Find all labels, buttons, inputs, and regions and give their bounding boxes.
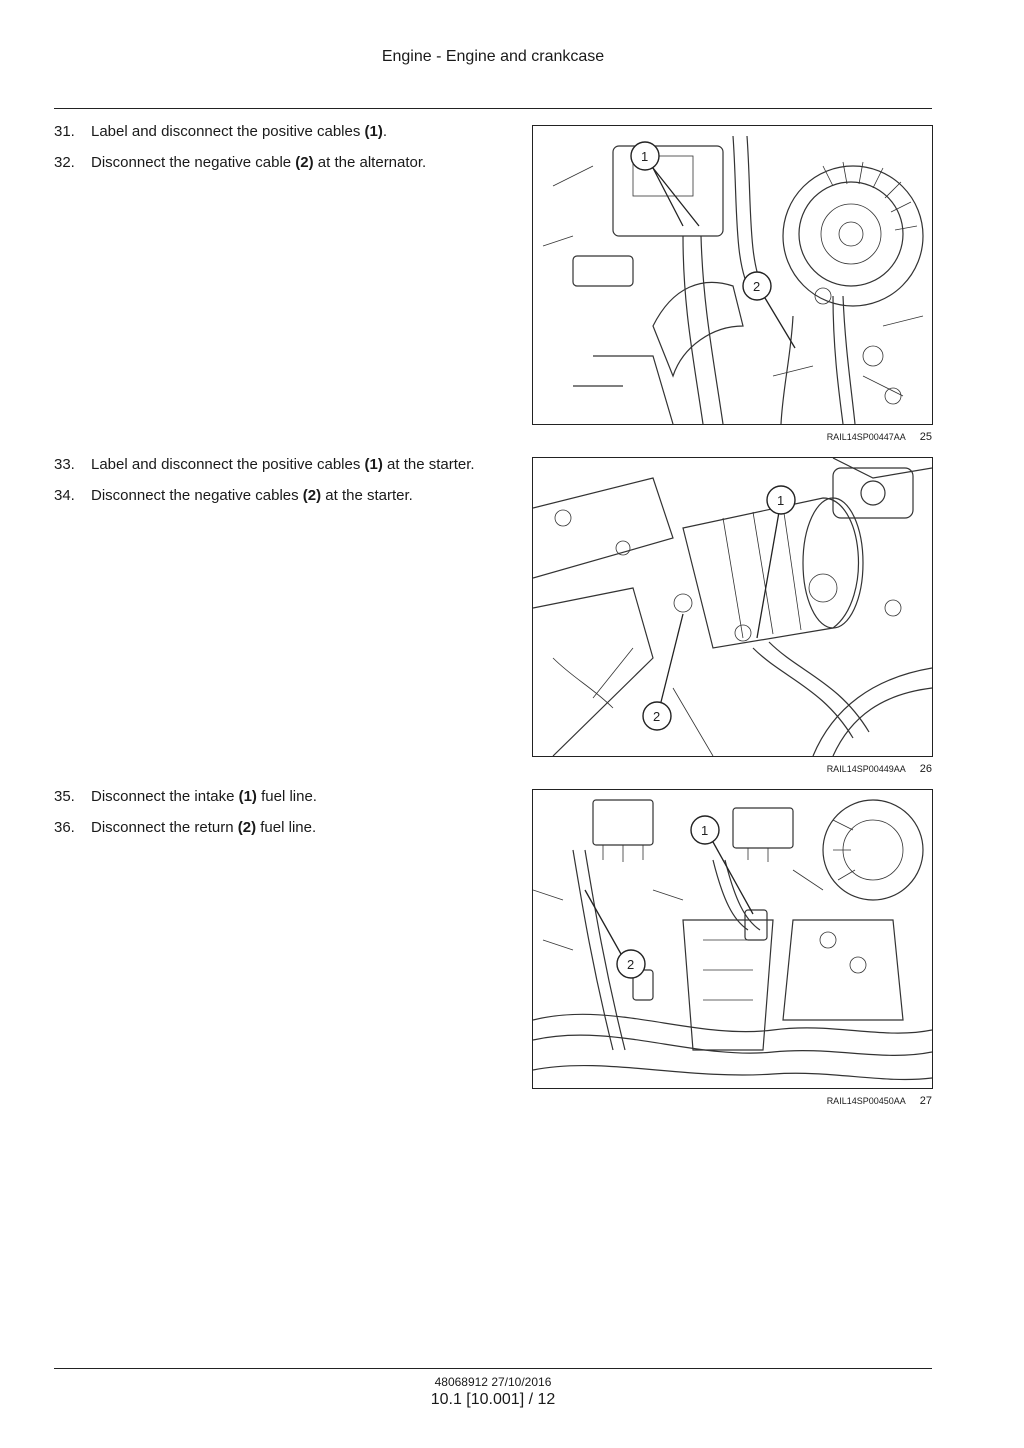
starter-line-drawing: 1 2 [533, 458, 932, 756]
step-ref: (1) [238, 788, 257, 805]
step-ref: (2) [302, 487, 322, 504]
step-list: 35. Disconnect the intake (1) fuel line.… [54, 787, 494, 849]
footer-document-reference: 48068912 27/10/2016 [434, 1375, 552, 1389]
figure-starter-cables: 1 2 [532, 457, 933, 757]
step-text: fuel line. [256, 788, 317, 805]
figure-code: RAIL14SP00447AA [826, 432, 906, 442]
step-list: 33. Label and disconnect the positive ca… [54, 455, 494, 517]
callout-2: 2 [642, 701, 672, 731]
callout-1: 1 [690, 815, 720, 845]
callout-1: 1 [630, 141, 660, 171]
figure-code: RAIL14SP00450AA [826, 1096, 906, 1106]
callout-label: 1 [777, 493, 784, 508]
step-item: 35. Disconnect the intake (1) fuel line. [54, 787, 494, 806]
footer-page-number: 10.1 [10.001] / 12 [430, 1391, 556, 1408]
step-text: Label and disconnect the positive cables [91, 123, 365, 140]
alternator-line-drawing: 1 2 [542, 135, 924, 424]
step-number: 33. [54, 456, 75, 473]
step-number: 32. [54, 154, 75, 171]
figure-caption: RAIL14SP00447AA 25 [827, 431, 932, 443]
step-number: 35. [54, 788, 75, 805]
header-divider [54, 108, 932, 109]
step-item: 36. Disconnect the return (2) fuel line. [54, 818, 494, 837]
callout-label: 1 [701, 823, 708, 838]
step-text: Disconnect the return [91, 819, 238, 836]
step-item: 32. Disconnect the negative cable (2) at… [54, 153, 494, 172]
figure-caption: RAIL14SP00450AA 27 [827, 1095, 932, 1107]
step-text: at the alternator. [313, 154, 427, 171]
step-text: fuel line. [256, 819, 317, 836]
figure-fuel-lines: 1 2 [532, 789, 933, 1089]
step-number: 34. [54, 487, 75, 504]
step-text: Disconnect the negative cables [91, 487, 303, 504]
step-item: 34. Disconnect the negative cables (2) a… [54, 486, 494, 505]
callout-label: 2 [653, 709, 660, 724]
step-text: . [382, 123, 388, 140]
figure-alternator-cables: 1 2 [532, 125, 933, 425]
callout-2: 2 [742, 271, 772, 301]
callout-2: 2 [616, 949, 646, 979]
step-item: 33. Label and disconnect the positive ca… [54, 455, 494, 474]
callout-label: 2 [627, 957, 634, 972]
step-number: 36. [54, 819, 75, 836]
step-text: at the starter. [382, 456, 475, 473]
step-text: Label and disconnect the positive cables [91, 456, 365, 473]
figure-code: RAIL14SP00449AA [826, 764, 906, 774]
step-number: 31. [54, 123, 75, 140]
figure-caption: RAIL14SP00449AA 26 [827, 763, 932, 775]
step-text: Disconnect the negative cable [91, 154, 296, 171]
step-ref: (2) [295, 154, 314, 171]
step-ref: (1) [364, 123, 383, 140]
step-text: at the starter. [321, 487, 413, 504]
step-text: Disconnect the intake [91, 788, 239, 805]
figure-number: 26 [919, 763, 932, 775]
page-header-title: Engine - Engine and crankcase [381, 48, 605, 65]
figure-number: 25 [919, 431, 932, 443]
fuel-lines-line-drawing: 1 2 [533, 799, 932, 1081]
figure-number: 27 [919, 1095, 932, 1107]
callout-label: 2 [753, 279, 760, 294]
footer-divider [54, 1368, 932, 1369]
step-ref: (1) [364, 456, 383, 473]
step-ref: (2) [237, 819, 257, 836]
callout-label: 1 [641, 149, 648, 164]
step-list: 31. Label and disconnect the positive ca… [54, 122, 494, 184]
callout-1: 1 [766, 485, 796, 515]
step-item: 31. Label and disconnect the positive ca… [54, 122, 494, 141]
